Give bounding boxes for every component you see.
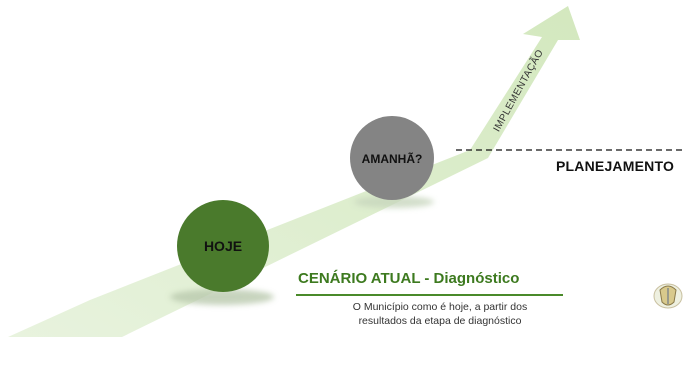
planejamento-label: PLANEJAMENTO [556, 158, 675, 174]
implementacao-label: IMPLEMENTAÇÃO [490, 47, 546, 134]
cenario-title: CENÁRIO ATUAL - Diagnóstico [298, 270, 520, 287]
amanha-shadow [354, 196, 434, 208]
amanha-label: AMANHÃ? [362, 151, 423, 166]
growth-arrow [8, 6, 580, 337]
description-line-2: resultados da etapa de diagnóstico [358, 315, 522, 327]
amanha-circle [350, 116, 434, 200]
emblem-icon [653, 283, 683, 309]
hoje-label: HOJE [204, 238, 242, 254]
cenario-description: O Município como é hoje, a partir dos re… [300, 300, 580, 328]
description-line-1: O Município como é hoje, a partir dos [352, 301, 528, 313]
hoje-circle [177, 200, 269, 292]
hoje-shadow [170, 289, 274, 305]
